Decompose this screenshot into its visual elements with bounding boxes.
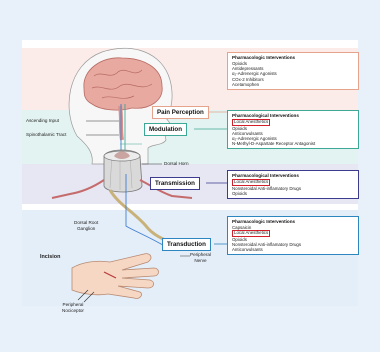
local-anesthetics-highlight: Local Anesthetics (232, 179, 270, 186)
panel-item: Acetamophen (232, 82, 354, 87)
perception-interventions-panel: Pharmacologic Interventions Opioids Anti… (227, 52, 359, 90)
pain-pathway-figure: Pain Perception Modulation Transmission … (22, 40, 358, 306)
dorsal-root-ganglion-label: Dorsal Root Ganglion (74, 220, 98, 232)
transmission-interventions-panel: Pharmacological Interventions Local Anes… (227, 170, 359, 199)
pain-perception-label: Pain Perception (152, 106, 209, 119)
dorsal-root-line1: Dorsal Root (74, 220, 98, 225)
peripheral-nociceptor-line1: Peripheral (63, 302, 84, 307)
local-anesthetics-highlight: Local Anesthetics (232, 230, 270, 237)
transmission-label: Transmission (150, 177, 200, 190)
modulation-label: Modulation (144, 123, 187, 136)
ascending-input-label: Ascending Input (26, 118, 59, 123)
panel-item-highlighted: Local Anesthetics (232, 119, 354, 126)
peripheral-nociceptor-line2: Nociceptor (62, 308, 84, 313)
peripheral-nociceptor-label: Peripheral Nociceptor (62, 302, 84, 313)
panel-item: Anticonvulsants (232, 247, 354, 252)
panel-item: Opioids (232, 191, 354, 196)
panel-item-highlighted: Local Anesthetics (232, 230, 354, 237)
local-anesthetics-highlight: Local Anesthetics (232, 119, 270, 126)
modulation-interventions-panel: Pharmacological Interventions Local Anes… (227, 110, 359, 149)
spinothalamic-tract-label: Spinothalamic Tract (26, 132, 66, 137)
peripheral-nerve-line1: Peripheral (190, 252, 211, 257)
panel-item: N-Methyl-D-Aspartate Receptor Antagonist (232, 141, 354, 146)
brain (84, 58, 162, 110)
peripheral-nerve-line2: Nerve (194, 258, 206, 263)
incision-label: Incision (40, 254, 60, 260)
panel-item-highlighted: Local Anesthetics (232, 179, 354, 186)
transduction-interventions-panel: Pharmacologic Interventions Capsaicin Lo… (227, 216, 359, 255)
dorsal-horn-label: Dorsal Horn (164, 161, 189, 166)
dorsal-root-line2: Ganglion (77, 226, 95, 231)
hand (72, 254, 159, 299)
transduction-label: Transduction (162, 238, 211, 251)
peripheral-nerve-label: Peripheral Nerve (190, 252, 211, 264)
